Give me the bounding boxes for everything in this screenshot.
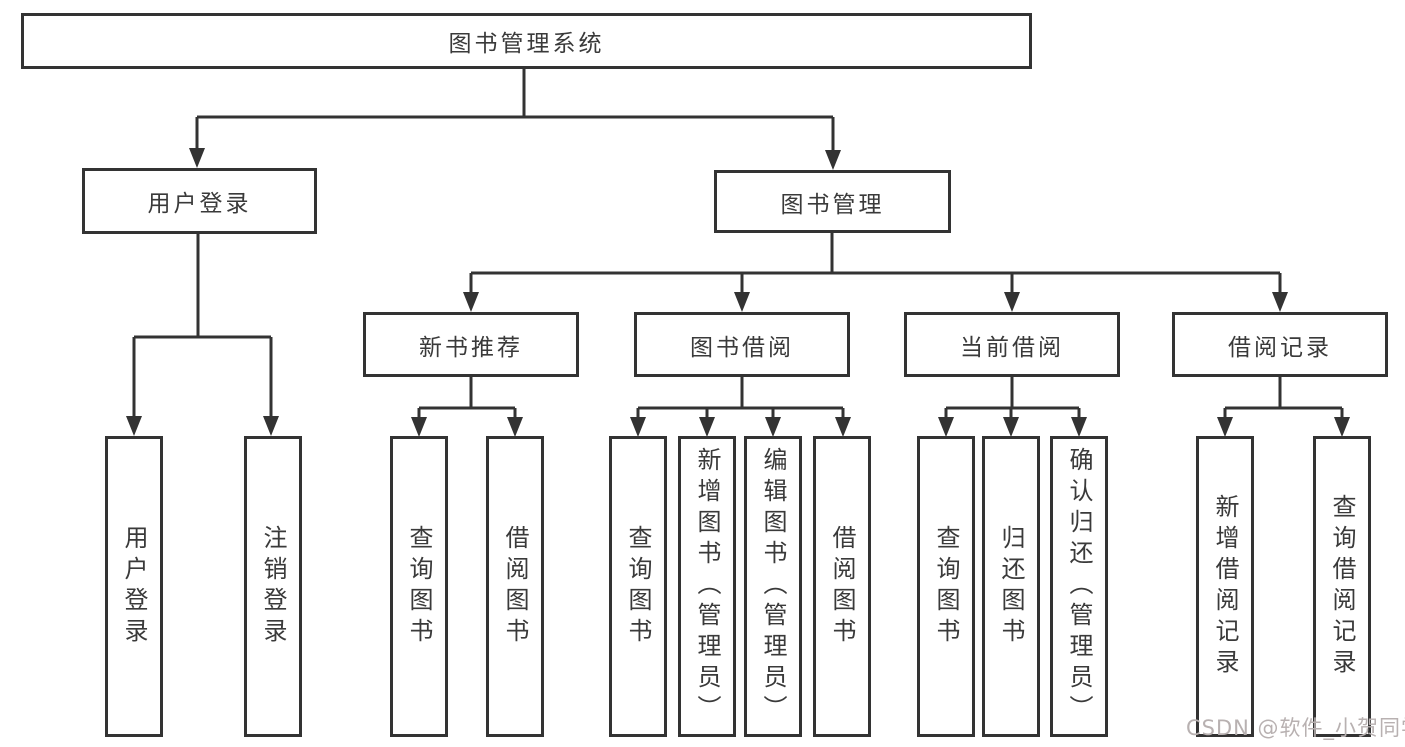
leaf-add-book-admin: 新增图书（管理员） — [678, 436, 736, 737]
leaf-query-book-current: 查询图书 — [917, 436, 975, 737]
arrow-b2 — [699, 417, 715, 437]
leaf-add-borrow-record: 新增借阅记录 — [1196, 436, 1254, 737]
node-user-login-label: 用户登录 — [147, 191, 252, 217]
arrow-recommend — [463, 292, 479, 312]
node-book-borrowing: 图书借阅 — [634, 312, 850, 377]
node-root-label: 图书管理系统 — [448, 31, 605, 57]
arrow-current — [1004, 292, 1020, 312]
arrow-c2 — [1003, 417, 1019, 437]
arrow-d1 — [1217, 417, 1233, 437]
node-book-management: 图书管理 — [714, 170, 951, 233]
node-borrowing-records-label: 借阅记录 — [1228, 334, 1332, 361]
arrow-records — [1272, 292, 1288, 312]
arrow-b1 — [630, 417, 646, 437]
node-book-borrowing-label: 图书借阅 — [690, 334, 794, 361]
leaf-logout: 注销登录 — [244, 436, 302, 737]
leaf-query-borrow-record: 查询借阅记录 — [1313, 436, 1371, 737]
node-new-book-recommend-label: 新书推荐 — [419, 334, 523, 361]
arrow-borrow — [734, 292, 750, 312]
arrowheads — [126, 148, 1350, 437]
csdn-watermark: CSDN @软件_小贺同学 — [1186, 716, 1405, 740]
node-borrowing-records: 借阅记录 — [1172, 312, 1388, 377]
leaf-user-login: 用户登录 — [105, 436, 163, 737]
arrow-b4 — [835, 417, 851, 437]
arrow-book-mgmt — [825, 150, 841, 170]
arrow-logout-leaf — [263, 416, 279, 436]
leaf-confirm-return-admin: 确认归还（管理员） — [1050, 436, 1108, 737]
leaf-borrow-book-recommend: 借阅图书 — [486, 436, 544, 737]
arrow-r2 — [507, 417, 523, 437]
arrow-user-login — [189, 148, 205, 168]
node-current-borrowing: 当前借阅 — [904, 312, 1120, 377]
leaf-edit-book-admin: 编辑图书（管理员） — [744, 436, 802, 737]
leaf-borrow-book: 借阅图书 — [813, 436, 871, 737]
arrow-c3 — [1071, 417, 1087, 437]
node-root: 图书管理系统 — [21, 13, 1032, 69]
node-book-management-label: 图书管理 — [780, 191, 885, 218]
arrow-b3 — [765, 417, 781, 437]
arrow-r1 — [411, 417, 427, 437]
node-user-login: 用户登录 — [82, 168, 317, 234]
arrow-login-leaf — [126, 416, 142, 436]
node-new-book-recommend: 新书推荐 — [363, 312, 579, 377]
leaf-return-book: 归还图书 — [982, 436, 1040, 737]
leaf-query-book-borrow: 查询图书 — [609, 436, 667, 737]
node-current-borrowing-label: 当前借阅 — [960, 334, 1064, 361]
leaf-query-book-recommend: 查询图书 — [390, 436, 448, 737]
arrow-d2 — [1334, 417, 1350, 437]
arrow-c1 — [938, 417, 954, 437]
